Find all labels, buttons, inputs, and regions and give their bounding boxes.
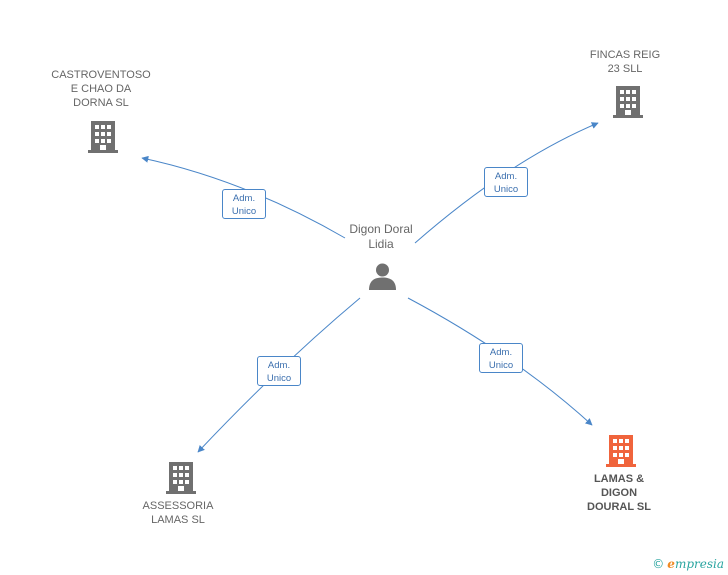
company-label-assessoria[interactable]: ASSESSORIA LAMAS SL <box>118 499 238 527</box>
edge-label-line2: Unico <box>231 206 257 217</box>
building-icon[interactable] <box>88 119 118 153</box>
company-label-line: DIGON <box>600 487 638 499</box>
building-icon[interactable] <box>166 460 196 494</box>
company-label-line: LAMAS SL <box>151 514 205 526</box>
company-label-line: LAMAS & <box>593 473 645 485</box>
edge-label-line2: Unico <box>488 360 514 371</box>
person-name[interactable]: Digon Doral Lidia <box>321 222 441 252</box>
company-label-fincas[interactable]: FINCAS REIG 23 SLL <box>565 48 685 76</box>
edge-label-line1: Adm. <box>267 360 291 371</box>
edge-label-line2: Unico <box>266 373 292 384</box>
edge-label-fincas: Adm. Unico <box>484 167 528 197</box>
person-icon[interactable] <box>368 262 397 291</box>
edge-label-line1: Adm. <box>494 171 518 182</box>
company-label-line: DOURAL SL <box>587 501 651 513</box>
edge-label-line1: Adm. <box>489 347 513 358</box>
empresia-logo: ©empresia <box>652 557 724 571</box>
logo-letter-e: e <box>667 557 675 571</box>
edge-label-line1: Adm. <box>232 193 256 204</box>
logo-text: mpresia <box>674 557 724 571</box>
company-label-line: 23 SLL <box>607 63 643 75</box>
building-icon[interactable] <box>606 433 636 467</box>
copyright-symbol: © <box>652 557 665 571</box>
person-name-line2: Lidia <box>368 237 394 251</box>
company-label-line: CASTROVENTOSO <box>51 69 151 81</box>
company-label-castroventoso[interactable]: CASTROVENTOSO E CHAO DA DORNA SL <box>41 68 161 110</box>
company-label-lamas[interactable]: LAMAS & DIGON DOURAL SL <box>559 472 679 514</box>
edge-label-line2: Unico <box>493 184 519 195</box>
company-label-line: E CHAO DA <box>70 83 132 95</box>
building-icon[interactable] <box>613 84 643 118</box>
edge-label-lamas: Adm. Unico <box>479 343 523 373</box>
person-name-line1: Digon Doral <box>349 222 413 236</box>
edge-label-castroventoso: Adm. Unico <box>222 189 266 219</box>
company-label-line: FINCAS REIG <box>589 49 661 61</box>
company-label-line: ASSESSORIA <box>142 500 214 512</box>
edge-label-assessoria: Adm. Unico <box>257 356 301 386</box>
company-label-line: DORNA SL <box>73 97 129 109</box>
